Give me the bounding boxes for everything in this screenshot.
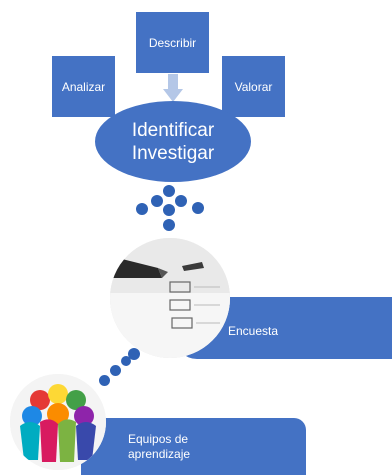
dot xyxy=(192,202,204,214)
equipos-label-line1: Equipos de xyxy=(128,432,189,446)
team-huddle-icon xyxy=(10,374,106,470)
dot xyxy=(128,348,140,360)
dot xyxy=(163,185,175,197)
survey-checklist-icon xyxy=(110,238,230,358)
center-oval: Identificar Investigar xyxy=(95,101,251,182)
center-line-identificar: Identificar xyxy=(131,119,215,141)
describir-label: Describir xyxy=(148,35,197,50)
dot xyxy=(99,375,110,386)
dot xyxy=(136,203,148,215)
dot xyxy=(175,195,187,207)
equipos-banner: Equipos de aprendizaje xyxy=(81,418,306,475)
analizar-box: Analizar xyxy=(52,56,115,117)
dot xyxy=(151,195,163,207)
describir-box: Describir xyxy=(136,12,209,73)
dot xyxy=(110,365,121,376)
valorar-label: Valorar xyxy=(234,79,273,94)
analizar-label: Analizar xyxy=(61,79,106,94)
equipos-label-line2: aprendizaje xyxy=(128,447,191,461)
dot xyxy=(163,219,175,231)
down-arrow-icon xyxy=(163,74,183,102)
survey-photo xyxy=(110,238,230,358)
dot xyxy=(121,356,131,366)
encuesta-label: Encuesta xyxy=(228,324,279,338)
team-illustration xyxy=(10,374,106,470)
center-line-investigar: Investigar xyxy=(131,142,215,164)
valorar-box: Valorar xyxy=(222,56,285,117)
dot xyxy=(163,204,175,216)
